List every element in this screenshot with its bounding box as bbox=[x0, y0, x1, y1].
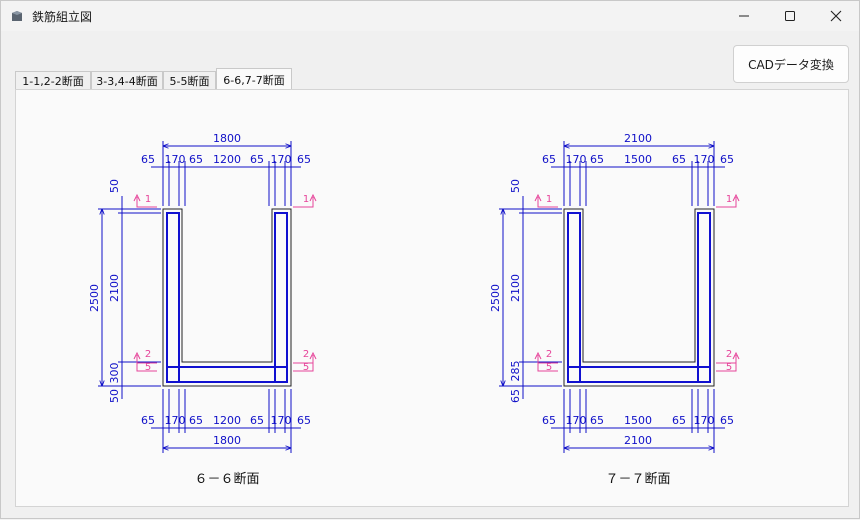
dim-bottom-part: 170 bbox=[165, 414, 186, 427]
section-marks bbox=[534, 193, 740, 372]
dim-top-part: 65 bbox=[189, 153, 203, 166]
rebar-lines bbox=[567, 212, 711, 383]
rebar-lines bbox=[166, 212, 288, 383]
dim-left-part: 65 bbox=[509, 389, 522, 403]
tab-section-3-4[interactable]: 3-3,4-4断面 bbox=[91, 71, 163, 89]
mark-label: 5 bbox=[546, 362, 552, 373]
dim-top-part: 65 bbox=[250, 153, 264, 166]
minimize-button[interactable] bbox=[721, 1, 767, 31]
dim-bottom-part: 1500 bbox=[624, 414, 652, 427]
cad-convert-button[interactable]: CADデータ変換 bbox=[733, 45, 849, 83]
dim-left-part: 2100 bbox=[108, 274, 121, 302]
dim-top-part: 170 bbox=[165, 153, 186, 166]
dim-left-total: 2500 bbox=[88, 284, 101, 312]
dim-left-part: 50 bbox=[108, 179, 121, 193]
section-mark-labels: 1 1 2 5 2 5 bbox=[546, 194, 732, 373]
dim-bottom-part: 65 bbox=[250, 414, 264, 427]
mark-label: 1 bbox=[726, 194, 732, 205]
tab-section-6-7[interactable]: 6-6,7-7断面 bbox=[216, 68, 292, 90]
bottom-dimension bbox=[151, 389, 301, 453]
dim-left-part: 285 bbox=[509, 361, 522, 382]
mark-label: 2 bbox=[546, 349, 552, 360]
dim-top-part: 65 bbox=[672, 153, 686, 166]
dim-top-part: 65 bbox=[720, 153, 734, 166]
dim-top-part: 65 bbox=[297, 153, 311, 166]
section-outline bbox=[162, 208, 292, 387]
dim-bottom-total: 2100 bbox=[624, 434, 652, 447]
bottom-dimension-labels: 65 170 65 1200 65 170 65 1800 bbox=[141, 414, 311, 447]
app-icon bbox=[12, 11, 22, 21]
dim-left-part: 2100 bbox=[509, 274, 522, 302]
dim-bottom-part: 65 bbox=[672, 414, 686, 427]
section-mark-labels: 1 1 2 5 2 5 bbox=[145, 194, 309, 373]
dim-bottom-part: 65 bbox=[590, 414, 604, 427]
dim-bottom-part: 170 bbox=[566, 414, 587, 427]
bottom-dimension-labels: 65 170 65 1500 65 170 65 2100 bbox=[542, 414, 734, 447]
dim-bottom-part: 65 bbox=[297, 414, 311, 427]
mark-label: 2 bbox=[145, 349, 151, 360]
mark-label: 1 bbox=[303, 194, 309, 205]
left-dimension-labels: 2500 50 2100 300 50 bbox=[88, 179, 121, 403]
dim-top-part: 65 bbox=[141, 153, 155, 166]
dim-bottom-part: 65 bbox=[542, 414, 556, 427]
top-dimension bbox=[151, 141, 301, 206]
window-title: 鉄筋組立図 bbox=[32, 10, 93, 24]
section-7-7: 2100 65 170 65 1500 65 170 65 bbox=[489, 132, 740, 487]
maximize-icon bbox=[785, 11, 795, 21]
dim-top-part: 1500 bbox=[624, 153, 652, 166]
dim-top-part: 170 bbox=[271, 153, 292, 166]
bottom-dimension bbox=[551, 389, 725, 453]
top-dimension-labels: 2100 65 170 65 1500 65 170 65 bbox=[542, 132, 734, 166]
mark-label: 5 bbox=[726, 362, 732, 373]
dim-bottom-part: 65 bbox=[189, 414, 203, 427]
section-caption: ６－６断面 bbox=[194, 472, 259, 487]
mark-label: 2 bbox=[303, 349, 309, 360]
dim-bottom-part: 170 bbox=[694, 414, 715, 427]
tab-section-5[interactable]: 5-5断面 bbox=[163, 71, 216, 89]
dim-bottom-part: 170 bbox=[271, 414, 292, 427]
close-button[interactable] bbox=[813, 1, 859, 31]
left-dimension bbox=[98, 196, 161, 399]
dim-left-part: 300 bbox=[108, 363, 121, 384]
mark-label: 1 bbox=[145, 194, 151, 205]
mark-label: 5 bbox=[303, 362, 309, 373]
dim-bottom-part: 65 bbox=[720, 414, 734, 427]
mark-label: 2 bbox=[726, 349, 732, 360]
dim-bottom-total: 1800 bbox=[213, 434, 241, 447]
dim-left-part: 50 bbox=[108, 389, 121, 403]
dim-top-part: 170 bbox=[566, 153, 587, 166]
dim-top-part: 65 bbox=[590, 153, 604, 166]
top-dimension bbox=[551, 141, 725, 206]
dim-top-total: 1800 bbox=[213, 132, 241, 145]
dim-top-part: 65 bbox=[542, 153, 556, 166]
section-marks bbox=[133, 193, 317, 372]
dim-top-part: 170 bbox=[694, 153, 715, 166]
dim-left-part: 50 bbox=[509, 179, 522, 193]
dim-bottom-part: 1200 bbox=[213, 414, 241, 427]
dim-top-part: 1200 bbox=[213, 153, 241, 166]
title-bar[interactable]: 鉄筋組立図 bbox=[1, 1, 859, 31]
section-caption: ７－７断面 bbox=[605, 472, 670, 487]
section-6-6: 1800 65 170 65 1200 65 170 65 bbox=[88, 132, 317, 487]
mark-label: 5 bbox=[145, 362, 151, 373]
dim-top-total: 2100 bbox=[624, 132, 652, 145]
left-dimension-labels: 2500 50 2100 285 65 bbox=[489, 179, 522, 403]
dim-bottom-part: 65 bbox=[141, 414, 155, 427]
tab-section-1-2[interactable]: 1-1,2-2断面 bbox=[15, 71, 91, 89]
dim-left-total: 2500 bbox=[489, 284, 502, 312]
close-icon bbox=[830, 10, 842, 22]
section-outline bbox=[563, 208, 715, 387]
left-dimension bbox=[499, 196, 562, 399]
mark-label: 1 bbox=[546, 194, 552, 205]
maximize-button[interactable] bbox=[767, 1, 813, 31]
top-dimension-labels: 1800 65 170 65 1200 65 170 65 bbox=[141, 132, 311, 166]
minimize-icon bbox=[739, 15, 749, 17]
